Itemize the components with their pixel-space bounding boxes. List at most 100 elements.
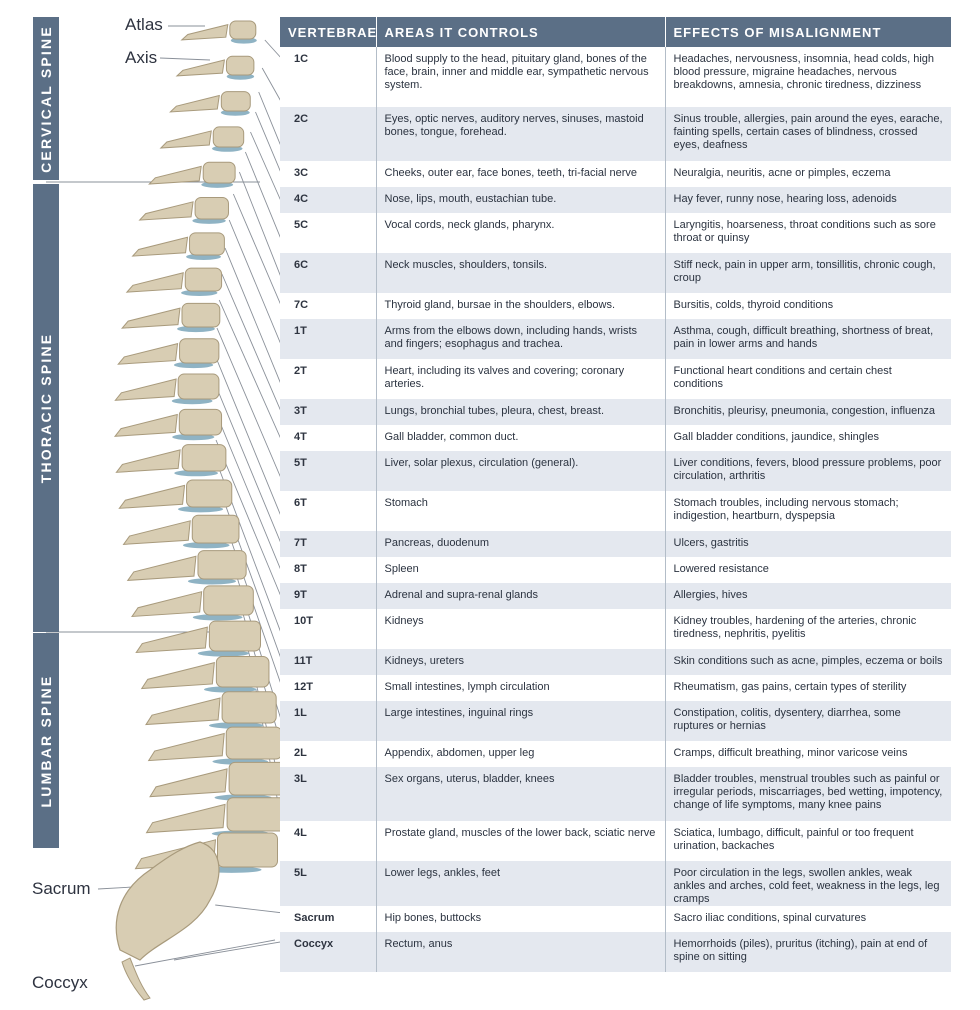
leader-line	[213, 381, 293, 571]
vertebra-process	[169, 94, 220, 113]
vertebra-cell: 2L	[280, 741, 377, 767]
vertebra-cell: Sacrum	[280, 906, 377, 932]
leader-line	[214, 409, 293, 598]
effects-column-header: EFFECTS OF MISALIGNMENT	[665, 17, 951, 47]
vertebra-cell: 3C	[280, 161, 377, 187]
vertebra-process	[159, 130, 212, 149]
axis-label: Axis	[125, 48, 158, 67]
leader-line	[214, 355, 293, 544]
areas-controlled-cell: Liver, solar plexus, circulation (genera…	[376, 451, 666, 491]
vertebra-cell: 2T	[280, 359, 377, 399]
vertebra-cell: 5T	[280, 451, 377, 491]
misalignment-effects-cell: Skin conditions such as acne, pimples, e…	[665, 649, 951, 675]
vertebra-body	[215, 655, 270, 688]
vertebra-cell: 8T	[280, 557, 377, 583]
areas-controlled-cell: Stomach	[376, 491, 666, 531]
vertebra-process	[138, 201, 194, 221]
areas-controlled-cell: Kidneys, ureters	[376, 649, 666, 675]
vertebra-process	[121, 307, 181, 329]
spine-bones	[113, 20, 287, 1001]
vertebra-cell: 6C	[280, 253, 377, 293]
vertebra-body	[208, 620, 262, 652]
areas-controlled-cell: Thyroid gland, bursae in the shoulders, …	[376, 293, 666, 319]
vertebra-body	[194, 197, 229, 220]
areas-controlled-cell: Eyes, optic nerves, auditory nerves, sin…	[376, 107, 666, 161]
intervertebral-disc	[177, 505, 224, 513]
vertebra-cell: 3L	[280, 767, 377, 821]
vertebra-cell: 5C	[280, 213, 377, 253]
lumbar-spine-label: LUMBAR SPINE	[38, 674, 54, 807]
vertebra-process	[149, 768, 228, 798]
misalignment-effects-cell: Laryngitis, hoarseness, throat condition…	[665, 213, 951, 253]
misalignment-effects-cell: Ulcers, gastritis	[665, 531, 951, 557]
areas-controlled-cell: Kidneys	[376, 609, 666, 649]
misalignment-effects-cell: Sciatica, lumbago, difficult, painful or…	[665, 821, 951, 861]
coccyx-bone	[121, 957, 151, 1001]
vertebra-cell: 7C	[280, 293, 377, 319]
areas-controlled-cell: Appendix, abdomen, upper leg	[376, 741, 666, 767]
vertebra-body	[177, 373, 220, 400]
vertebra-process	[147, 732, 225, 762]
vertebra-body	[178, 408, 223, 436]
areas-controlled-cell: Lower legs, ankles, feet	[376, 861, 666, 906]
misalignment-effects-cell: Liver conditions, fevers, blood pressure…	[665, 451, 951, 491]
thoracic-spine-label: THORACIC SPINE	[38, 332, 54, 484]
intervertebral-disc	[192, 614, 243, 621]
areas-controlled-cell: Small intestines, lymph circulation	[376, 675, 666, 701]
vertebra-cell: 5L	[280, 861, 377, 906]
vertebra-body	[225, 55, 255, 76]
areas-controlled-cell: Prostate gland, muscles of the lower bac…	[376, 821, 666, 861]
vertebrae-column-header: VERTEBRAE	[280, 17, 377, 47]
intervertebral-disc	[204, 686, 257, 693]
areas-controlled-cell: Blood supply to the head, pituitary glan…	[376, 47, 666, 107]
axis-leader-line	[159, 57, 211, 61]
areas-controlled-cell: Neck muscles, shoulders, tonsils.	[376, 253, 666, 293]
vertebra-body	[186, 479, 233, 508]
misalignment-effects-cell: Hemorrhoids (piles), pruritus (itching),…	[665, 932, 951, 972]
vertebra-cell: 10T	[280, 609, 377, 649]
vertebra-cell: 1T	[280, 319, 377, 359]
misalignment-effects-cell: Asthma, cough, difficult breathing, shor…	[665, 319, 951, 359]
vertebra-cell: 4T	[280, 425, 377, 451]
areas-controlled-cell: Arms from the elbows down, including han…	[376, 319, 666, 359]
misalignment-effects-cell: Functional heart conditions and certain …	[665, 359, 951, 399]
leader-line	[215, 904, 293, 915]
intervertebral-disc	[187, 578, 237, 585]
misalignment-effects-cell: Stomach troubles, including nervous stom…	[665, 491, 951, 531]
vertebra-body	[203, 585, 254, 616]
vertebra-process	[115, 449, 181, 473]
vertebra-process	[114, 378, 177, 401]
areas-controlled-cell: Hip bones, buttocks	[376, 906, 666, 932]
vertebra-body	[220, 91, 251, 112]
vertebra-process	[148, 165, 202, 185]
vertebra-cell: 6T	[280, 491, 377, 531]
vertebra-process	[117, 342, 179, 365]
misalignment-effects-cell: Poor circulation in the legs, swollen an…	[665, 861, 951, 906]
sacrum-bone	[115, 841, 220, 961]
vertebra-body	[181, 302, 221, 328]
cervical-spine-label: CERVICAL SPINE	[38, 24, 54, 173]
vertebra-process	[145, 697, 221, 726]
intervertebral-disc	[174, 469, 219, 477]
vertebra-process	[126, 555, 197, 581]
vertebra-cell: 2C	[280, 107, 377, 161]
misalignment-effects-cell: Allergies, hives	[665, 583, 951, 609]
